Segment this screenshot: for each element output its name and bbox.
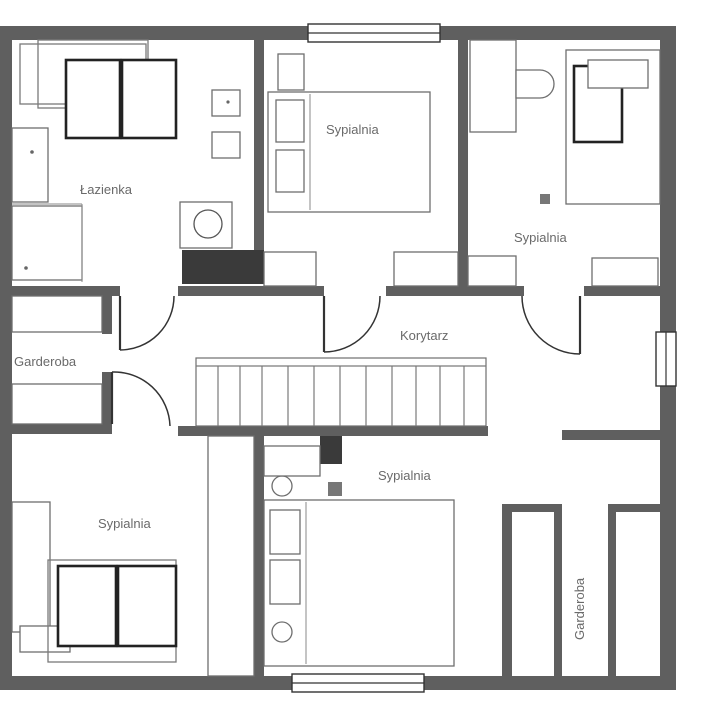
label-bathroom: Łazienka <box>80 182 133 197</box>
bedroom-top-middle-furniture <box>263 53 459 287</box>
label-bedroom-top-middle: Sypialnia <box>326 122 380 137</box>
bathroom-fixtures <box>11 39 241 282</box>
doors <box>110 295 582 427</box>
label-bedroom-bottom-left: Sypialnia <box>98 516 152 531</box>
bedroom-bottom-middle-furniture <box>263 445 455 667</box>
interior-walls <box>12 40 660 676</box>
label-closet-right: Garderoba <box>572 577 587 640</box>
label-bedroom-bottom-middle: Sypialnia <box>378 468 432 483</box>
closet-left-fixtures <box>11 295 103 425</box>
bedroom-bottom-left-furniture <box>11 501 178 663</box>
staircase <box>195 357 487 677</box>
exterior-windows <box>291 23 677 693</box>
bedroom-top-right-furniture <box>467 39 661 287</box>
label-bedroom-top-right: Sypialnia <box>514 230 568 245</box>
label-closet-left: Garderoba <box>14 354 77 369</box>
label-corridor: Korytarz <box>400 328 448 343</box>
